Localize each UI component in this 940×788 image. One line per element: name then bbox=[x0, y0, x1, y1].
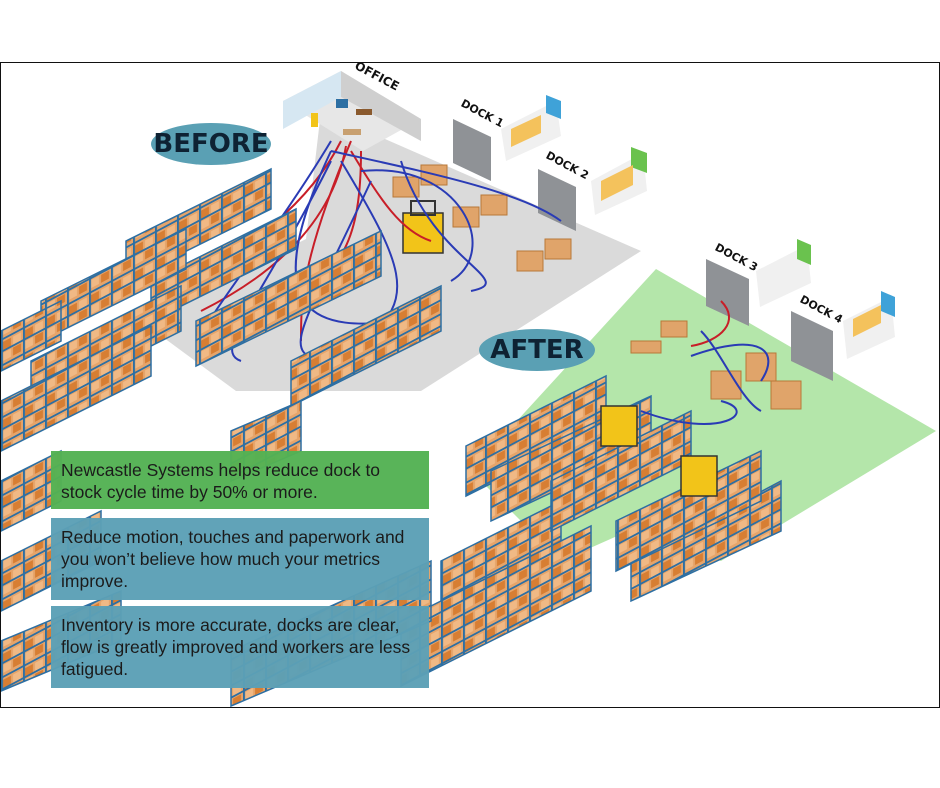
after-pallets bbox=[630, 320, 802, 410]
caption-inventory: Inventory is more accurate, docks are cl… bbox=[51, 606, 429, 688]
after-label: AFTER bbox=[479, 329, 595, 371]
after-motion-paths bbox=[640, 300, 770, 425]
dock-1 bbox=[453, 95, 561, 181]
before-label: BEFORE bbox=[151, 123, 271, 165]
office-room bbox=[283, 71, 421, 151]
forklift-after bbox=[600, 405, 718, 497]
forklift-before bbox=[402, 200, 444, 254]
warehouse-scene bbox=[1, 71, 936, 707]
before-pallets bbox=[392, 164, 572, 272]
dock-3 bbox=[706, 239, 811, 326]
dock-2 bbox=[538, 147, 647, 231]
dock-4 bbox=[791, 291, 895, 381]
caption-cycle-time: Newcastle Systems helps reduce dock to s… bbox=[51, 451, 429, 509]
caption-reduce-motion: Reduce motion, touches and paperwork and… bbox=[51, 518, 429, 600]
infographic-frame: OFFICE DOCK 1 DOCK 2 DOCK 3 DOCK 4 BEFOR… bbox=[0, 62, 940, 708]
